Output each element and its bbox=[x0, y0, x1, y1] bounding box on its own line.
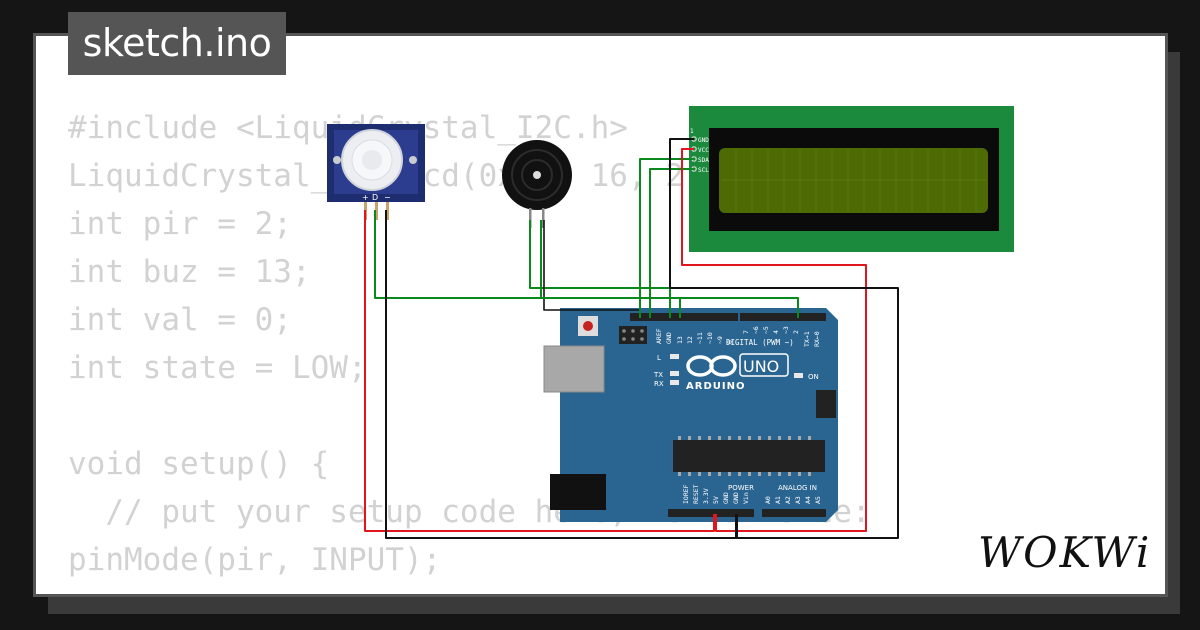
digital-header-label: DIGITAL (PWM ~) bbox=[726, 338, 794, 347]
atmega-chip bbox=[673, 440, 825, 472]
digital-pin-label: TX→1 bbox=[803, 331, 811, 347]
digital-pin-label: 8 bbox=[726, 340, 734, 344]
analog-pin-label: A1 bbox=[774, 496, 782, 504]
wire-lcd-sda[interactable] bbox=[639, 158, 694, 318]
sketch-title-tab[interactable]: sketch.ino bbox=[68, 12, 286, 75]
power-pin-label: GND bbox=[722, 492, 730, 504]
code-line: pinMode(buz, OUTPUT); bbox=[68, 584, 871, 594]
wire-lcd-scl[interactable] bbox=[649, 168, 694, 318]
analog-pin-label: A4 bbox=[804, 496, 812, 504]
digital-pin-label: ~6 bbox=[752, 326, 760, 334]
power-pin-label: RESET bbox=[692, 484, 700, 504]
analog-pin-label: A2 bbox=[784, 496, 792, 504]
digital-pin-label: ~9 bbox=[716, 336, 724, 344]
analog-header bbox=[762, 509, 826, 517]
pir-pin-label: D bbox=[372, 193, 378, 202]
led-label: RX bbox=[654, 380, 664, 388]
wokwi-logo: WOKWi bbox=[978, 528, 1152, 577]
code-line: void setup() { bbox=[68, 446, 330, 482]
lcd-pin-label: GND bbox=[698, 137, 709, 144]
power-pin-label: 3.3V bbox=[702, 488, 710, 504]
wire-pir-gnd[interactable] bbox=[385, 210, 737, 539]
led-label: TX bbox=[653, 371, 663, 379]
pir-pin-label: + bbox=[362, 193, 369, 202]
lcd-pin-label: SCL bbox=[698, 167, 709, 174]
icsp2-header bbox=[816, 390, 836, 418]
lcd-pin-label: SDA bbox=[698, 157, 709, 164]
digital-pin-label: 7 bbox=[742, 330, 750, 334]
digital-pin-label: GND bbox=[665, 332, 673, 344]
arduino-infinity-logo bbox=[686, 355, 737, 377]
digital-header-left bbox=[630, 313, 738, 321]
code-background: #include <LiquidCrystal_I2C.h>LiquidCrys… bbox=[68, 104, 871, 594]
code-line: int pir = 2; bbox=[68, 206, 292, 242]
power-pin-label: Vin bbox=[742, 492, 750, 504]
analog-pin-label: A3 bbox=[794, 496, 802, 504]
led-label: ON bbox=[808, 373, 819, 381]
analog-header-label: ANALOG IN bbox=[778, 484, 817, 492]
piezo-buzzer[interactable] bbox=[502, 140, 572, 228]
analog-pin-label: A0 bbox=[764, 496, 772, 504]
board-model-label: UNO bbox=[743, 357, 779, 376]
power-pin-label: GND bbox=[732, 492, 740, 504]
digital-pin-label: ~5 bbox=[762, 326, 770, 334]
led-label: L bbox=[657, 354, 661, 362]
pir-pin-label: − bbox=[384, 193, 391, 202]
digital-pin-label: 13 bbox=[676, 336, 684, 344]
arduino-uno-board[interactable]: AREF GND 13 12 ~11 ~10 ~9 8 7 ~6 ~5 4 ~3… bbox=[543, 308, 838, 522]
board-brand-label: ARDUINO bbox=[686, 381, 745, 392]
digital-pin-label: ~3 bbox=[782, 326, 790, 334]
power-pin-label: 5V bbox=[712, 496, 720, 504]
digital-pin-label: ~10 bbox=[706, 332, 714, 344]
digital-pin-label: AREF bbox=[655, 328, 663, 344]
power-header-label: POWER bbox=[728, 484, 754, 492]
wire-buzzer-to-d13[interactable] bbox=[540, 220, 799, 318]
code-line: #include <LiquidCrystal_I2C.h> bbox=[68, 110, 628, 146]
wires bbox=[364, 138, 899, 539]
code-line: int buz = 13; bbox=[68, 254, 311, 290]
lcd-pin-label: VCC bbox=[698, 147, 709, 154]
wire-lcd-vcc[interactable] bbox=[681, 148, 867, 532]
digital-pin-label: 2 bbox=[792, 330, 800, 334]
wire-buzzer-signal[interactable] bbox=[529, 220, 671, 318]
wire-pir-vcc[interactable] bbox=[364, 210, 715, 532]
power-pin-label: IOREF bbox=[682, 484, 690, 504]
icsp-header bbox=[619, 326, 647, 344]
digital-pin-label: ~11 bbox=[696, 332, 704, 344]
digital-header-right bbox=[740, 313, 826, 321]
analog-pin-label: A5 bbox=[814, 496, 822, 504]
pir-motion-sensor[interactable]: + D − bbox=[327, 124, 425, 220]
power-jack bbox=[550, 474, 606, 510]
wire-pir-signal[interactable] bbox=[374, 210, 681, 318]
lcd-display[interactable]: 1 GND VCC SDA SCL bbox=[689, 106, 1014, 252]
digital-pin-label: 12 bbox=[686, 336, 694, 344]
usb-port bbox=[543, 345, 605, 393]
power-header bbox=[668, 509, 754, 517]
digital-pin-label: RX←0 bbox=[813, 331, 821, 347]
lcd-pin1-label: 1 bbox=[690, 128, 694, 135]
code-line: pinMode(pir, INPUT); bbox=[68, 542, 442, 578]
wire-buzzer-gnd[interactable] bbox=[543, 220, 641, 318]
code-line: int state = LOW; bbox=[68, 350, 367, 386]
code-line: int val = 0; bbox=[68, 302, 292, 338]
digital-pin-label: 4 bbox=[772, 330, 780, 334]
